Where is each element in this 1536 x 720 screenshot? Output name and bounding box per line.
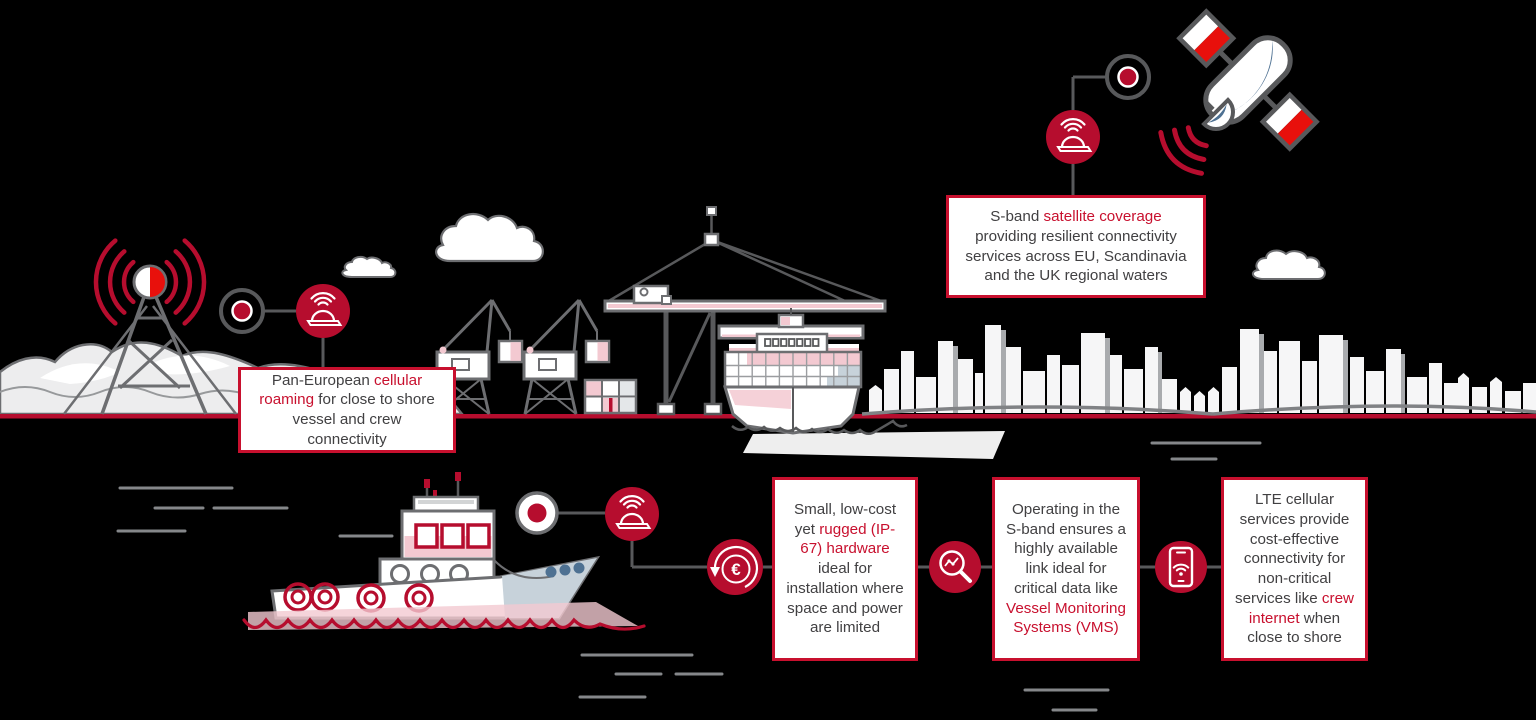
water-rose-band <box>248 602 638 630</box>
container-ship-icon <box>717 308 1005 459</box>
euro-symbol: € <box>731 560 741 579</box>
water-dash-marks <box>116 441 1262 712</box>
red-wave <box>242 617 646 631</box>
connection-node-icon <box>219 288 265 334</box>
satellite-icon <box>1158 8 1320 176</box>
antenna-wifi-badge <box>605 487 659 541</box>
port-crane-icon <box>435 298 524 415</box>
antenna-wifi-badge <box>1046 110 1100 164</box>
city-skyline-illustration <box>861 325 1536 416</box>
solar-panel-icon <box>1259 91 1320 152</box>
connection-node-icon <box>1105 54 1151 100</box>
antenna-wifi-badge <box>296 284 350 338</box>
signal-waves-icon <box>93 238 207 326</box>
callout-vms: Operating in the S-band ensures a highly… <box>992 477 1140 661</box>
euro-refresh-icon: € <box>707 539 763 595</box>
smartphone-wifi-icon <box>1155 541 1207 593</box>
gantry-crane-icon <box>603 206 887 416</box>
signal-waves-icon <box>1158 125 1209 176</box>
port-crane-icon <box>522 298 611 415</box>
magnifier-chart-icon <box>929 541 981 593</box>
solar-panel-icon <box>1176 8 1237 69</box>
connection-node-icon <box>515 491 559 535</box>
callout-lte: LTE cellular services provide cost-effec… <box>1221 477 1368 661</box>
callout-satellite-text: S-band satellite coverage providing resi… <box>965 208 1187 285</box>
tugboat-icon <box>242 472 646 631</box>
callout-vms-text: Operating in the S-band ensures a highly… <box>1006 500 1126 637</box>
callout-lte-text: LTE cellular services provide cost-effec… <box>1234 491 1354 647</box>
cell-tower-icon <box>63 238 237 415</box>
callout-hardware-text: Small, low-cost yet rugged (IP-67) hardw… <box>786 500 904 637</box>
cloud-icon <box>341 212 1326 280</box>
callout-satellite-coverage: S-band satellite coverage providing resi… <box>946 195 1206 298</box>
container-stack <box>583 378 638 415</box>
satellite-dish-icon <box>1201 97 1235 131</box>
callout-cellular-roaming: Pan-European cellular roaming for close … <box>238 367 456 453</box>
callout-rugged-hardware: Small, low-cost yet rugged (IP-67) hardw… <box>772 477 918 661</box>
ship-reflection <box>743 431 1005 459</box>
callout-cellular-text: Pan-European cellular roaming for close … <box>259 371 435 448</box>
